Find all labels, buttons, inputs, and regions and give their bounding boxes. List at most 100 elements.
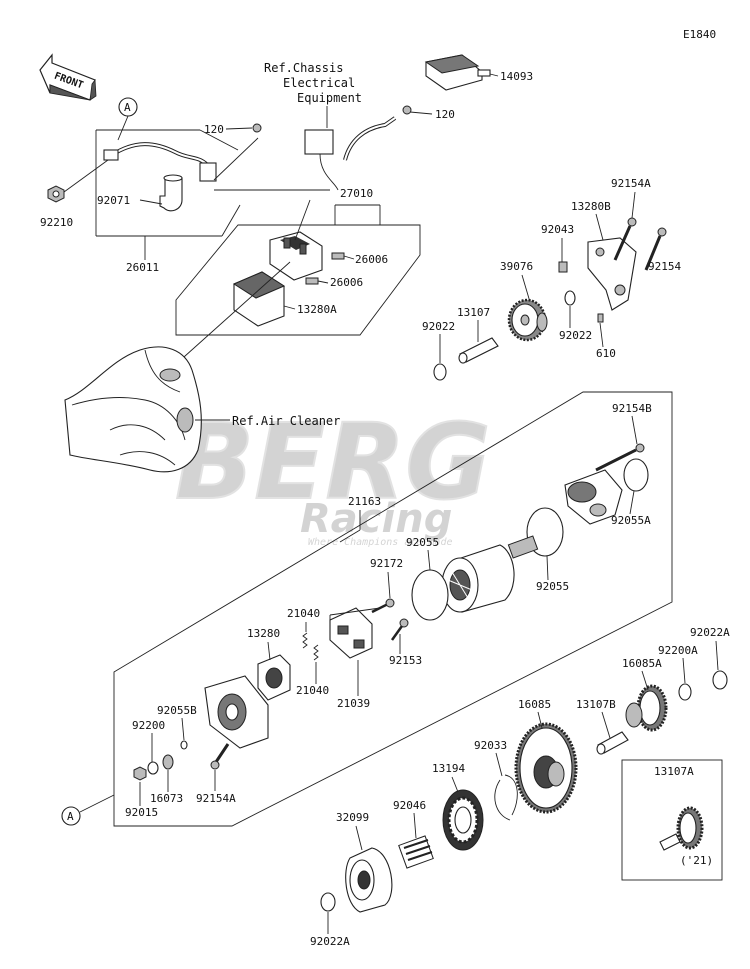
- starter-idler-bracket: [558, 217, 667, 323]
- bolt-icon: [635, 443, 645, 453]
- front-arrow-icon: FRONT: [39, 53, 97, 101]
- part-92154-top: 92154: [648, 260, 681, 273]
- ref-chassis-line3: Equipment: [297, 91, 362, 105]
- seal-16073: [162, 754, 174, 770]
- ref-air-cleaner: Ref.Air Cleaner: [232, 414, 340, 428]
- part-92172: 92172: [370, 557, 403, 570]
- part-92046: 92046: [393, 799, 426, 812]
- part-92153: 92153: [389, 654, 422, 667]
- part-92015: 92015: [125, 806, 158, 819]
- watermark-logo: BERG Racing Where Champions are made: [174, 400, 492, 548]
- shaft-13107: [458, 337, 499, 364]
- clutch-13194: [442, 789, 484, 851]
- gear-16085: [514, 722, 578, 814]
- part-92043: 92043: [541, 223, 574, 236]
- part-92154B: 92154B: [612, 402, 652, 415]
- bolt-icon: [252, 123, 262, 133]
- air-cleaner-housing: [64, 346, 202, 473]
- washer-92022A-bottom: [320, 892, 336, 912]
- part-39076: 39076: [500, 260, 533, 273]
- year-note-21: ('21): [680, 854, 713, 867]
- part-21039: 21039: [337, 697, 370, 710]
- part-92055-top: 92055: [406, 536, 439, 549]
- part-14093: 14093: [500, 70, 533, 83]
- part-92022-mid: 92022: [559, 329, 592, 342]
- part-92055A: 92055A: [611, 514, 651, 527]
- shaft-13107B: [596, 731, 629, 755]
- circlip-92033: [494, 774, 518, 821]
- washer-92022-mid: [564, 290, 576, 306]
- part-13280: 13280: [247, 627, 280, 640]
- part-92055-right: 92055: [536, 580, 569, 593]
- oring-92055-top: [411, 569, 449, 621]
- part-21040-lower: 21040: [296, 684, 329, 697]
- bolt-icon: [210, 760, 220, 770]
- diagram-code: E1840: [683, 28, 716, 41]
- ref-chassis-line2: Electrical: [283, 76, 355, 90]
- callout-a-bottom: A: [67, 810, 74, 823]
- part-13194: 13194: [432, 762, 465, 775]
- oring-92055A: [623, 458, 649, 492]
- inset-13107A: 13107A ('21): [621, 759, 723, 881]
- part-13107A: 13107A: [654, 765, 694, 778]
- part-13280A: 13280A: [297, 303, 337, 316]
- watermark-tagline: Where Champions are made: [308, 537, 453, 548]
- part-16085: 16085: [518, 698, 551, 711]
- part-27010: 27010: [340, 187, 373, 200]
- spring-icon: [313, 644, 319, 661]
- connector-chassis: [304, 105, 412, 191]
- bolt-icon: [399, 618, 409, 628]
- part-26006-upper: 26006: [355, 253, 388, 266]
- starter-relay-27010: 27010 13280A 26006 26006: [174, 187, 421, 366]
- part-13107: 13107: [457, 306, 490, 319]
- part-92022A-right: 92022A: [690, 626, 730, 639]
- part-92154A-bottom: 92154A: [196, 792, 236, 805]
- washer-92022A-right: [712, 670, 728, 690]
- bolt-icon: [627, 217, 637, 227]
- screw-icon: [385, 598, 395, 608]
- part-26006-lower: 26006: [330, 276, 363, 289]
- watermark-sub: Racing: [300, 496, 452, 542]
- part-92022A-bottom: 92022A: [310, 935, 350, 948]
- bolt-icon: [657, 227, 667, 237]
- gear-16085A: [625, 684, 668, 732]
- part-120-left: 120: [204, 123, 224, 136]
- nut-92015: [133, 766, 147, 781]
- part-92033: 92033: [474, 739, 507, 752]
- oring-92055B: [180, 740, 188, 750]
- part-120-right: 120: [435, 108, 455, 121]
- bolt-icon: [402, 105, 412, 115]
- starter-motor-21163: A 21163 92154B 92055A 92055 92055: [61, 391, 673, 827]
- part-92200: 92200: [132, 719, 165, 732]
- part-92210: 92210: [40, 216, 73, 229]
- part-16085A: 16085A: [622, 657, 662, 670]
- part-13107B: 13107B: [576, 698, 616, 711]
- washer-92022-left: [433, 363, 447, 381]
- part-610: 610: [596, 347, 616, 360]
- part-92022-left: 92022: [422, 320, 455, 333]
- relay-14093: [424, 54, 491, 91]
- cap-92071: [159, 177, 183, 212]
- part-26011: 26011: [126, 261, 159, 274]
- watermark-brand: BERG: [175, 401, 491, 523]
- part-13280B: 13280B: [571, 200, 611, 213]
- part-32099: 32099: [336, 811, 369, 824]
- callout-a-top: A: [124, 101, 131, 114]
- part-92200A: 92200A: [658, 644, 698, 657]
- part-21040-upper: 21040: [287, 607, 320, 620]
- part-92055B: 92055B: [157, 704, 197, 717]
- spring-icon: [302, 632, 308, 649]
- part-21163: 21163: [348, 495, 381, 508]
- idler-gear-39076: [507, 298, 548, 342]
- bearing-92046: [398, 835, 434, 869]
- ref-chassis-line1: Ref.Chassis: [264, 61, 343, 75]
- housing-32099: [345, 847, 393, 913]
- part-92154A-top: 92154A: [611, 177, 651, 190]
- washer-92200A: [678, 683, 692, 701]
- lead-wire-26011: A 26011 120 92071 92210: [40, 97, 330, 274]
- washer-92200: [147, 761, 159, 775]
- part-92071: 92071: [97, 194, 130, 207]
- part-16073: 16073: [150, 792, 183, 805]
